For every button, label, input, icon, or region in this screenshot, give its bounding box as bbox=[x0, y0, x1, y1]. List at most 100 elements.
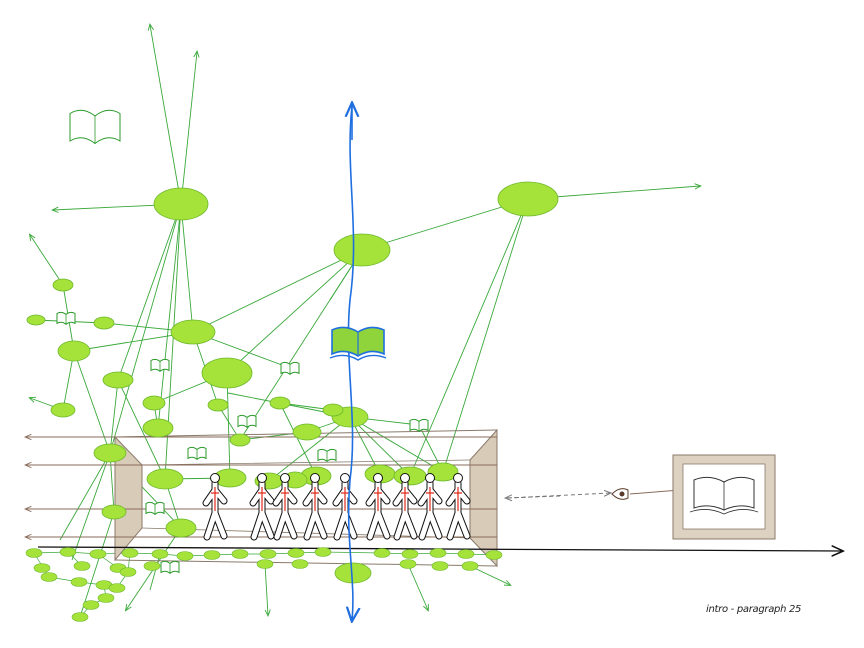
edge bbox=[180, 52, 197, 205]
node bbox=[207, 398, 229, 412]
open-book-icon bbox=[150, 358, 170, 372]
node-small bbox=[151, 549, 169, 559]
node-small bbox=[314, 547, 332, 557]
edge bbox=[469, 565, 510, 585]
node bbox=[393, 466, 427, 486]
node-small bbox=[70, 577, 88, 587]
edge bbox=[109, 203, 182, 454]
edge bbox=[30, 235, 64, 286]
edge bbox=[117, 379, 166, 480]
edge bbox=[264, 563, 268, 615]
node bbox=[52, 278, 74, 292]
node bbox=[146, 468, 184, 490]
node bbox=[292, 423, 322, 441]
edge bbox=[109, 452, 115, 513]
edge bbox=[226, 372, 231, 479]
node bbox=[102, 371, 134, 389]
node-small bbox=[399, 559, 417, 569]
edge bbox=[361, 198, 529, 251]
eye-icon bbox=[611, 488, 629, 500]
open-book-icon bbox=[237, 414, 257, 428]
node-small bbox=[429, 548, 447, 558]
node bbox=[229, 433, 251, 447]
node-small bbox=[401, 549, 419, 559]
books-layer bbox=[56, 109, 429, 574]
node bbox=[269, 396, 291, 410]
edge bbox=[409, 198, 529, 477]
blue-vertical-arrow bbox=[348, 105, 353, 620]
node-small bbox=[73, 561, 91, 571]
tunnel bbox=[114, 428, 498, 568]
walking-figure-icon bbox=[392, 473, 418, 541]
walking-figure-icon bbox=[332, 473, 358, 541]
node bbox=[101, 504, 127, 520]
walking-figure-icon bbox=[302, 473, 328, 541]
open-book-icon bbox=[187, 446, 207, 460]
node-small bbox=[256, 559, 274, 569]
node bbox=[427, 462, 459, 482]
node bbox=[142, 418, 174, 438]
node-small bbox=[121, 548, 139, 558]
node-small bbox=[119, 567, 137, 577]
edge bbox=[109, 379, 119, 454]
node bbox=[50, 402, 76, 418]
node bbox=[334, 562, 372, 584]
nodes-layer bbox=[25, 181, 559, 622]
walking-figure-icon bbox=[202, 473, 228, 541]
open-book-icon bbox=[56, 311, 76, 325]
node bbox=[93, 316, 115, 330]
edges-layer bbox=[30, 25, 700, 618]
node bbox=[142, 395, 166, 411]
node-small bbox=[287, 548, 305, 558]
edge bbox=[117, 203, 182, 381]
node-small bbox=[108, 583, 126, 593]
node bbox=[26, 314, 46, 326]
node-small bbox=[82, 600, 100, 610]
edge bbox=[349, 416, 411, 477]
walking-figure-icon bbox=[365, 473, 391, 541]
node-small bbox=[25, 548, 43, 558]
node-small bbox=[431, 561, 449, 571]
edge bbox=[407, 563, 428, 610]
node bbox=[333, 233, 391, 267]
open-book-icon bbox=[69, 109, 121, 145]
walking-figure-icon bbox=[249, 473, 275, 541]
edge bbox=[150, 25, 182, 205]
caption: intro - paragraph 25 bbox=[706, 604, 802, 615]
node-small bbox=[291, 559, 309, 569]
node-small bbox=[59, 547, 77, 557]
open-book-icon bbox=[409, 418, 429, 432]
node-small bbox=[231, 549, 249, 559]
node-small bbox=[97, 593, 115, 603]
walking-figure-icon bbox=[272, 473, 298, 541]
open-book-icon bbox=[160, 560, 180, 574]
node-small bbox=[89, 549, 107, 559]
edge bbox=[268, 416, 351, 482]
edge bbox=[79, 511, 115, 618]
open-book-icon bbox=[317, 448, 337, 462]
edge bbox=[180, 203, 194, 333]
node bbox=[201, 357, 253, 389]
edge bbox=[349, 416, 444, 473]
node-small bbox=[203, 550, 221, 560]
framed-book-icon bbox=[672, 454, 776, 540]
blue-book-icon bbox=[329, 326, 387, 361]
node-small bbox=[40, 572, 58, 582]
edge bbox=[71, 452, 111, 561]
node-small bbox=[457, 549, 475, 559]
node-small bbox=[71, 612, 89, 622]
open-book-icon bbox=[280, 361, 300, 375]
node-small bbox=[176, 551, 194, 561]
node bbox=[153, 187, 209, 221]
edge bbox=[192, 249, 363, 333]
node-small bbox=[259, 549, 277, 559]
node bbox=[93, 443, 127, 463]
node-small bbox=[461, 561, 479, 571]
open-book-icon bbox=[145, 501, 165, 515]
node bbox=[165, 518, 197, 538]
edge bbox=[322, 551, 383, 554]
edge bbox=[73, 350, 111, 454]
node-small bbox=[373, 548, 391, 558]
node bbox=[497, 181, 559, 217]
node-small bbox=[33, 563, 51, 573]
